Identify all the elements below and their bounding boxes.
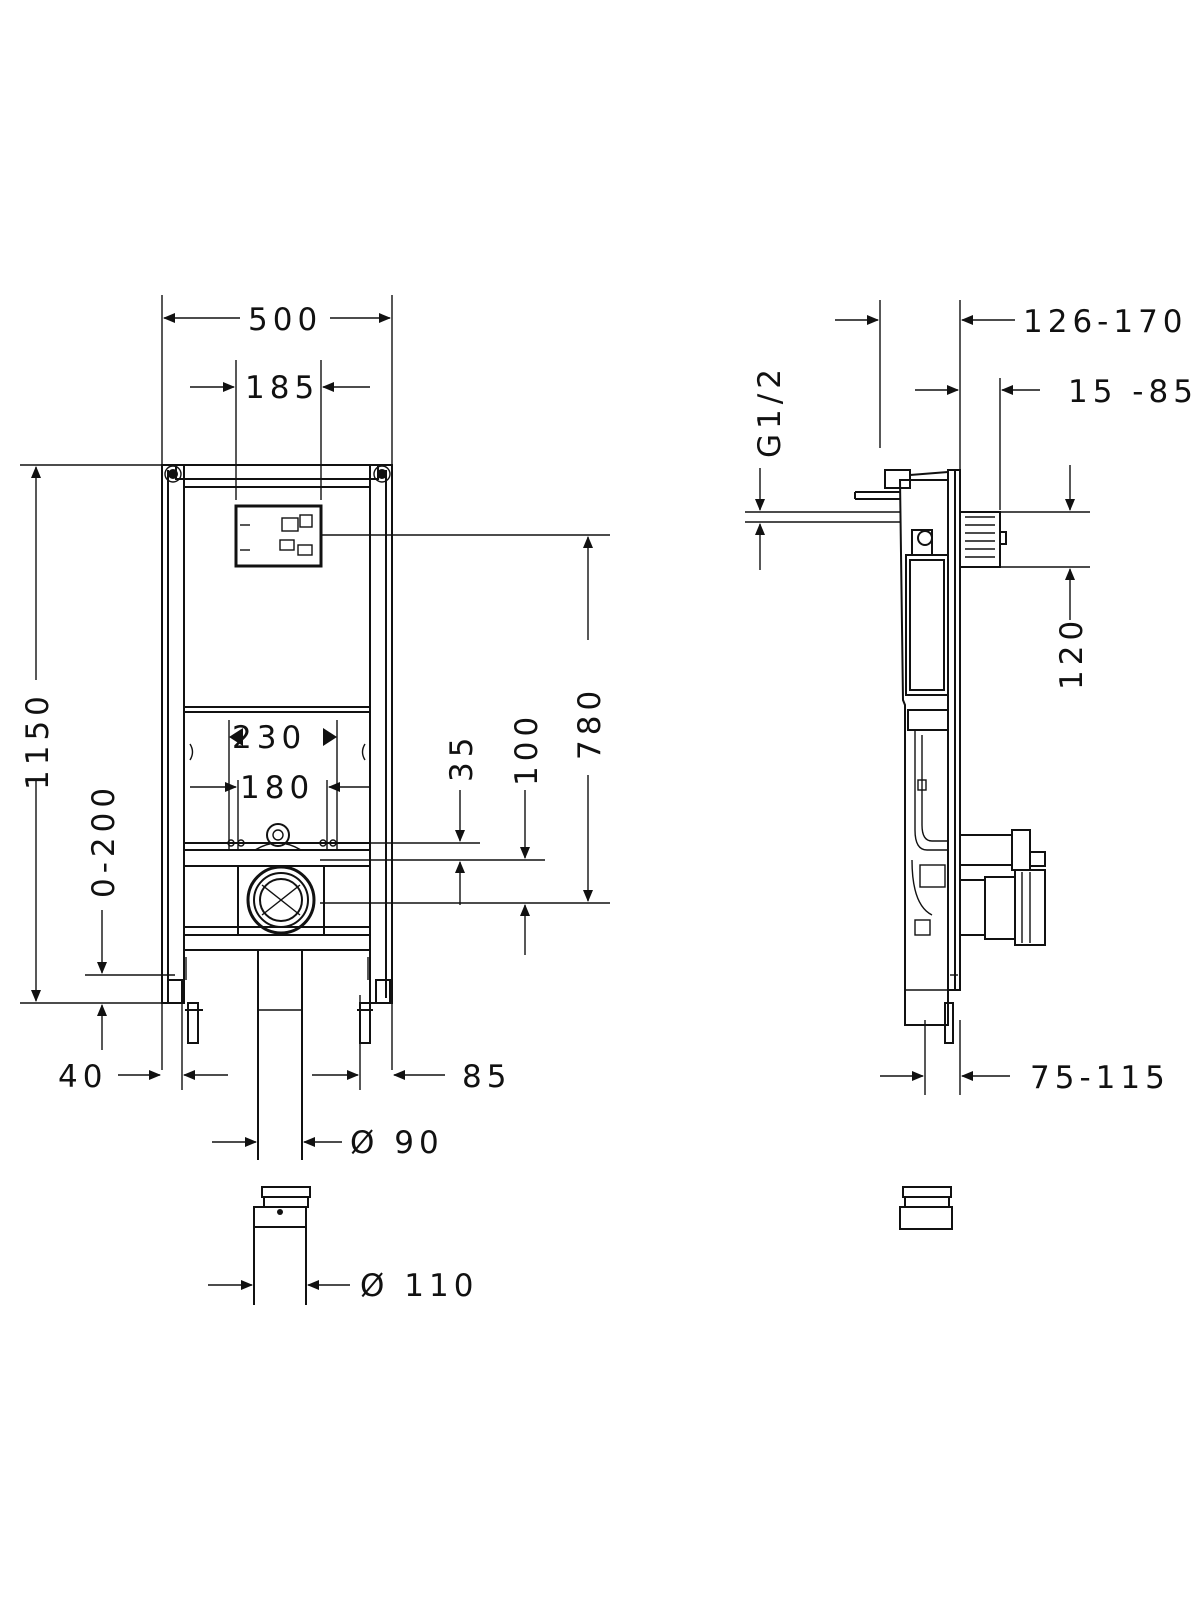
side-outlets: [959, 829, 1046, 946]
dim-1150: 1150: [20, 691, 56, 790]
pipe-adapter: [253, 1186, 311, 1305]
dim-180: 180: [240, 770, 314, 806]
actuator-box: [234, 504, 323, 568]
side-frame: [947, 469, 961, 991]
front-view: 500 185 1150 0-200 230 180 35 100 780: [20, 295, 610, 1305]
side-view: 126-170 G1/2 15 -85 120 75-115: [745, 300, 1198, 1230]
actuator-block: [959, 511, 1007, 568]
dim-35: 35: [444, 733, 480, 782]
frame: [161, 464, 393, 1004]
bolt-hole-icon: [377, 469, 387, 479]
bolt-hole-icon: [168, 469, 178, 479]
dim-diameter-110: Ø 110: [360, 1268, 478, 1304]
dim-780: 780: [572, 686, 608, 760]
dim-185: 185: [245, 370, 319, 406]
dim-40: 40: [58, 1059, 107, 1095]
dim-500: 500: [248, 302, 322, 338]
dim-120: 120: [1054, 616, 1090, 690]
dim-diameter-90: Ø 90: [350, 1125, 444, 1161]
dim-100: 100: [509, 712, 545, 786]
frame-feet: [167, 957, 391, 1044]
water-inlet: [854, 469, 949, 500]
waste-outlet: [237, 823, 325, 936]
dim-126-170: 126-170: [1023, 304, 1188, 340]
dim-85: 85: [462, 1059, 511, 1095]
cistern-body: [898, 479, 954, 1044]
dim-0-200: 0-200: [86, 783, 122, 898]
dim-75-115: 75-115: [1030, 1060, 1170, 1096]
side-adapter: [899, 1186, 953, 1230]
dim-g1-2: G1/2: [752, 364, 788, 458]
down-pipe: [257, 950, 303, 1160]
dim-15-85: 15 -85: [1068, 374, 1198, 410]
dim-230: 230: [232, 720, 306, 756]
